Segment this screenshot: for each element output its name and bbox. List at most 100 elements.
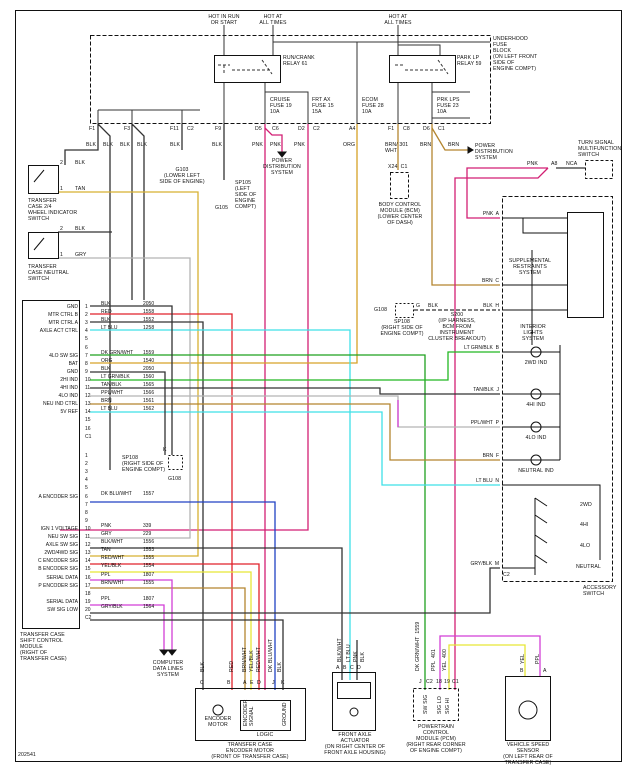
pin-number: 5 bbox=[85, 336, 88, 343]
pcm-label: POWERTRAIN CONTROL MODULE (PCM) (RIGHT R… bbox=[406, 724, 466, 754]
pin-label: K bbox=[281, 680, 285, 686]
circuit-number: 1558 bbox=[143, 309, 155, 316]
sp108-right-splice bbox=[395, 303, 414, 318]
wire-label: PNK bbox=[252, 142, 263, 148]
wire-label: BLK bbox=[103, 142, 114, 148]
4lo-indicator-icon bbox=[530, 421, 542, 433]
pin-label: K bbox=[163, 447, 167, 453]
circuit-number: 1807 bbox=[143, 595, 155, 602]
wire-color: BRN bbox=[101, 398, 112, 405]
accessory-pin-label: LT GRN/BLK B bbox=[464, 345, 499, 351]
connector-label: C8 bbox=[403, 126, 410, 132]
pin-label: A8 bbox=[551, 161, 558, 167]
circuit-number: 1562 bbox=[143, 406, 155, 413]
fuse-block-title: UNDERHOOD FUSE BLOCK (ON LEFT FRONT SIDE… bbox=[493, 36, 538, 72]
sp108-right-label: SP108 (RIGHT SIDE OF ENGINE COMPT) bbox=[380, 319, 424, 337]
pin-number: 9 bbox=[85, 368, 88, 375]
wire-brn-neutral bbox=[90, 403, 500, 461]
pin-function: AXLE SW SIG bbox=[45, 542, 78, 549]
wire-color: BLK bbox=[101, 317, 111, 324]
circuit-number: 1564 bbox=[143, 603, 155, 610]
front-axle-actuator-box bbox=[332, 672, 376, 731]
wire-brnwht-p-encoder bbox=[90, 587, 246, 690]
wire-color: RED/WHT bbox=[101, 555, 125, 562]
wire-label: BLK bbox=[277, 661, 283, 672]
circuit-number: 229 bbox=[143, 531, 152, 537]
pin-label: B bbox=[227, 680, 231, 686]
pin-number: 9 bbox=[85, 517, 88, 524]
wire-ppl-serial-2 bbox=[90, 604, 165, 650]
turn-signal-switch-label: TURN SIGNAL MULTIFUNCTION SWITCH bbox=[578, 140, 622, 158]
wire-label: BLK bbox=[200, 661, 206, 672]
pin-label: 18 bbox=[436, 679, 442, 685]
wire-label: PNK bbox=[527, 161, 538, 167]
pin-label: 2 bbox=[60, 226, 63, 232]
circuit-number: 1553 bbox=[143, 547, 155, 554]
wire-label: PNK bbox=[294, 142, 305, 148]
circuit-number: 1557 bbox=[143, 490, 155, 497]
pin-label: D bbox=[257, 680, 261, 686]
g105-label: G105 bbox=[215, 205, 229, 211]
wire-color: LT GRN/BLK bbox=[101, 373, 130, 380]
wire-color: YEL/BLK bbox=[101, 563, 122, 570]
wire-label: BLK bbox=[428, 303, 439, 309]
indicator-lamps bbox=[530, 346, 542, 466]
wire-color: PPL bbox=[101, 571, 111, 578]
wire-blk-gnd-sp108 bbox=[90, 305, 173, 455]
wire-color: DK BLU/WHT bbox=[101, 490, 132, 497]
pin-number: 17 bbox=[85, 582, 91, 589]
pin-label: C bbox=[200, 680, 204, 686]
wire-tan-wheel-indicator bbox=[58, 191, 199, 557]
bcm-label: BODY CONTROL MODULE (BCM) (LOWER CENTER … bbox=[377, 202, 423, 226]
accessory-switch-box bbox=[502, 196, 613, 582]
circuit-number: 1555 bbox=[143, 579, 155, 586]
accessory-pin-label: BRN C bbox=[482, 278, 499, 284]
circuit-number: 1555 bbox=[143, 555, 155, 562]
pin-number: 18 bbox=[85, 590, 91, 597]
pin-function: 5V REF bbox=[60, 409, 78, 416]
wire-yelblk-b-encoder bbox=[90, 571, 252, 690]
pin-number: 1 bbox=[85, 453, 88, 459]
fuse-block-internal-wiring bbox=[97, 25, 490, 124]
wire-label: BLK bbox=[360, 651, 366, 662]
encoder-signal-label: ENCODER SIGNAL bbox=[243, 699, 255, 726]
connector-label: C2 bbox=[187, 126, 194, 132]
wire-label: PPL 401 bbox=[431, 649, 437, 671]
pin-function: 2WD/4WD SIG bbox=[44, 550, 78, 557]
power-distribution-label-1: POWER DISTRIBUTION SYSTEM bbox=[263, 158, 301, 176]
wire-label: BLK bbox=[86, 142, 97, 148]
front-axle-inner-box bbox=[337, 682, 371, 699]
pcm-input-label: SIG LO bbox=[437, 696, 443, 714]
pin-function: C ENCODER SIG bbox=[37, 558, 78, 565]
wire-label: DK GRN/WHT 1559 bbox=[415, 621, 421, 671]
pin-function: 4HI IND bbox=[60, 385, 78, 391]
wire-brn-d6 bbox=[431, 124, 500, 286]
encoder-motor-box bbox=[195, 688, 306, 741]
connector-label: F9 bbox=[215, 126, 222, 132]
pin-function: A ENCODER SIG bbox=[38, 493, 78, 500]
wire-label: YEL bbox=[520, 653, 526, 664]
wires bbox=[58, 123, 585, 690]
pin-number: C2 bbox=[85, 615, 92, 621]
pin-number: 12 bbox=[85, 542, 91, 549]
wire-label: PNK bbox=[270, 142, 281, 148]
pcm-input-label: SIG HI bbox=[445, 697, 451, 714]
pin-number: 3 bbox=[85, 469, 88, 476]
pin-number: 11 bbox=[85, 385, 91, 391]
pin-function: P ENCODER SIG bbox=[38, 582, 78, 589]
wire-label: ORG bbox=[343, 142, 356, 148]
pin-label: C bbox=[350, 665, 354, 671]
power-distribution-label-2: POWER DISTRIBUTION SYSTEM bbox=[475, 143, 513, 161]
accessory-pin-label: LT BLU N bbox=[476, 478, 499, 484]
circuit-number: 2050 bbox=[143, 365, 155, 372]
wire-gry-neutral-switch bbox=[58, 257, 191, 539]
connector-label: C6 bbox=[272, 126, 279, 132]
fuse-ecom-label: ECOM FUSE 28 10A bbox=[362, 97, 384, 115]
mode-label: 4LO bbox=[580, 543, 591, 549]
encoder-motor-icon bbox=[212, 704, 224, 716]
pin-number: 13 bbox=[85, 401, 91, 408]
wire-ltblu-axle bbox=[90, 329, 351, 680]
pin-number: 4 bbox=[85, 477, 88, 484]
connector-label: D5 bbox=[255, 126, 262, 132]
circuit-number: 1258 bbox=[143, 325, 155, 332]
